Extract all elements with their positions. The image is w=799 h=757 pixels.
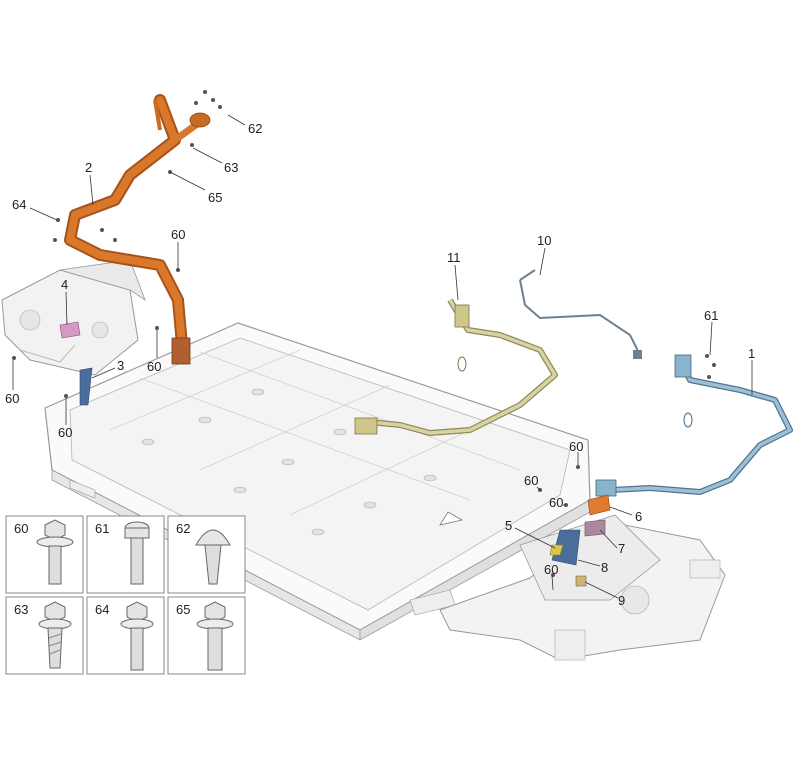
callout-64: 64 [12, 197, 26, 212]
fastener-box-64: 64 [86, 596, 165, 675]
callout-60-g: 60 [549, 495, 563, 510]
small-parts [59, 321, 611, 587]
callout-65: 65 [208, 190, 222, 205]
thin-harness [519, 269, 642, 359]
leader-lines [12, 114, 753, 599]
svg-text:60: 60 [14, 521, 28, 536]
fastener-box-63: 63 [5, 596, 84, 675]
callout-60-f: 60 [524, 473, 538, 488]
svg-text:62: 62 [176, 521, 190, 536]
torx-bolt-icon [124, 521, 150, 585]
fastener-box-62: 62 [167, 515, 246, 594]
fastener-legend: 60 61 62 63 [5, 515, 246, 675]
callout-60-a: 60 [171, 227, 185, 242]
callout-4: 4 [61, 277, 68, 292]
fastener-box-60: 60 [5, 515, 84, 594]
loose-bolts [12, 90, 716, 577]
button-head-screw-icon [195, 529, 231, 585]
callout-62: 62 [248, 121, 262, 136]
callout-numbers: 62 63 65 2 64 60 4 3 60 60 60 11 10 61 1… [5, 121, 755, 608]
hex-flange-bolt-icon [120, 601, 154, 671]
callout-5: 5 [505, 518, 512, 533]
callout-60-d: 60 [58, 425, 72, 440]
fastener-box-65: 65 [167, 596, 246, 675]
orange-hv-cable [64, 94, 211, 365]
callout-2: 2 [85, 160, 92, 175]
callout-9: 9 [618, 593, 625, 608]
cream-harness [354, 298, 558, 436]
svg-text:63: 63 [14, 602, 28, 617]
callout-61: 61 [704, 308, 718, 323]
callout-8: 8 [601, 560, 608, 575]
callout-10: 10 [537, 233, 551, 248]
self-tapping-bolt-icon [38, 601, 72, 669]
rear-drive-unit [1, 259, 146, 376]
flange-bolt-icon [36, 519, 74, 585]
battery-tray [44, 322, 591, 641]
callout-60-e: 60 [569, 439, 583, 454]
svg-text:61: 61 [95, 521, 109, 536]
callout-3: 3 [117, 358, 124, 373]
callout-60-c: 60 [5, 391, 19, 406]
callout-11: 11 [447, 250, 461, 265]
svg-text:65: 65 [176, 602, 190, 617]
callout-60-h: 60 [544, 562, 558, 577]
front-subframe [439, 514, 726, 661]
svg-text:64: 64 [95, 602, 109, 617]
callout-7: 7 [618, 541, 625, 556]
blue-harness [595, 354, 793, 497]
large-flange-bolt-icon [196, 601, 234, 671]
callout-6: 6 [635, 509, 642, 524]
callout-1: 1 [748, 346, 755, 361]
callout-63: 63 [224, 160, 238, 175]
fastener-box-61: 61 [86, 515, 165, 594]
callout-60-b: 60 [147, 359, 161, 374]
